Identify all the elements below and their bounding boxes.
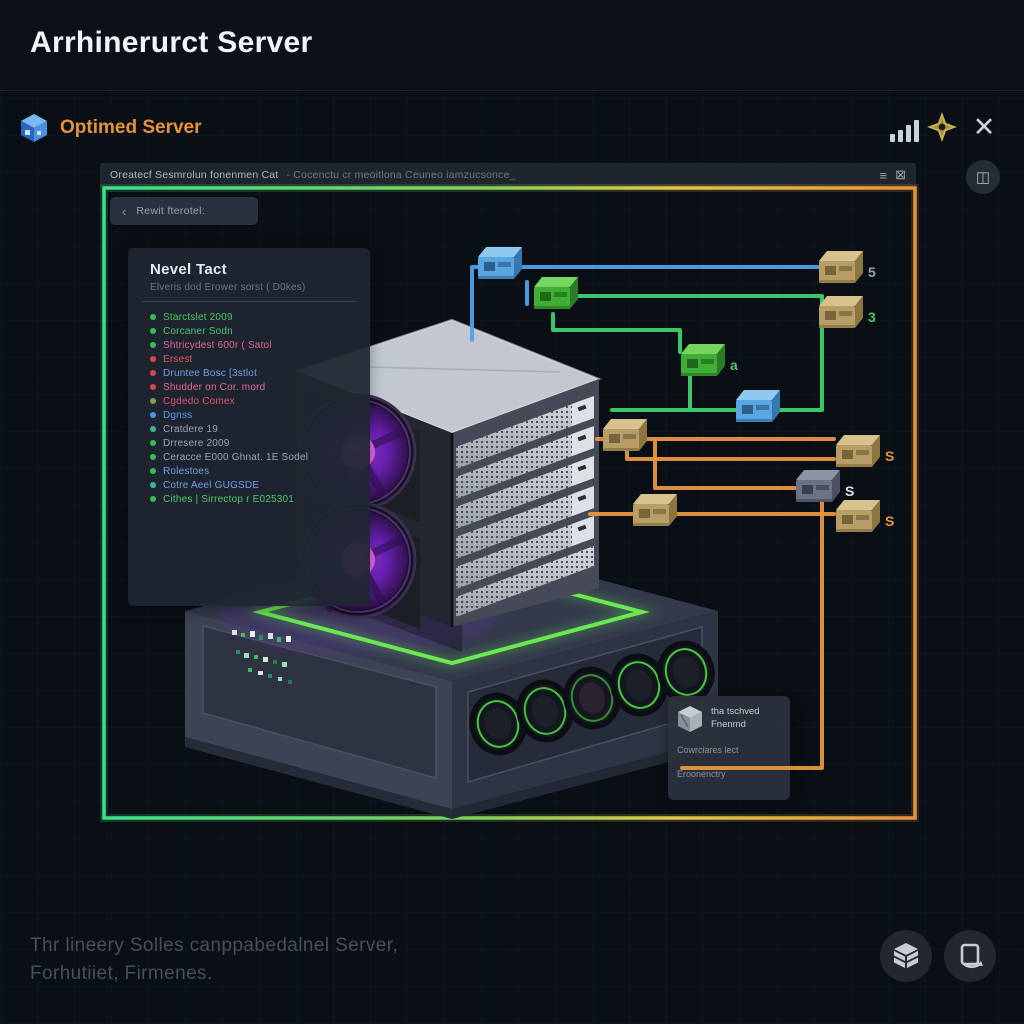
node-cube-tan[interactable]: 3 <box>819 296 876 328</box>
window-title: Optimed Server <box>60 117 202 138</box>
list-item: Drresere 2009 <box>128 436 370 450</box>
list-item: Shtricydest 600r ( Satol <box>128 338 370 352</box>
platform-led-cluster <box>232 630 292 684</box>
status-dot <box>150 482 156 488</box>
info-panel: Nevel Tact Elveris dod Erower sorst ( D0… <box>128 248 370 606</box>
tooltip-line2: Fnenmd <box>711 719 746 730</box>
list-item: Ersest <box>128 352 370 366</box>
list-item-label: Ersest <box>163 353 193 365</box>
list-item-label: Cgdedo Comex <box>163 395 235 407</box>
list-item: Cratdere 19 <box>128 422 370 436</box>
status-dot <box>150 370 156 376</box>
tooltip-card: tha tschved Fnenmd Cowrciares lect Eroon… <box>668 696 790 800</box>
node-cube-tan[interactable] <box>633 494 677 526</box>
node-label: S <box>845 483 854 499</box>
node-cube-dark[interactable]: S <box>796 470 854 502</box>
list-item: Corcaner Sodn <box>128 324 370 338</box>
node-cube-green[interactable]: a <box>681 344 738 376</box>
status-dot <box>150 454 156 460</box>
list-item-label: Druntee Bosc [3stlot <box>163 367 258 379</box>
toolbar-text-secondary: - Cocenctu cr meoitlona Ceuneo iamzucson… <box>286 169 516 181</box>
page-header <box>0 0 1024 91</box>
signal-bars-icon <box>890 118 924 142</box>
list-item: Cotre Aeel GUGSDE <box>128 478 370 492</box>
node-cube-green[interactable] <box>534 277 578 309</box>
display-share-button[interactable] <box>944 930 996 982</box>
status-dot <box>150 398 156 404</box>
status-dot <box>150 412 156 418</box>
status-dot <box>150 440 156 446</box>
panel-subtitle: Elveris dod Erower sorst ( D0kes) <box>150 282 306 293</box>
list-item-label: Shudder on Cor. mord <box>163 381 266 393</box>
list-item: Cgdedo Comex <box>128 394 370 408</box>
list-item: Ceracce E000 Ghnat. 1E Sodel <box>128 450 370 464</box>
list-item-label: Cotre Aeel GUGSDE <box>163 479 260 491</box>
list-item-label: Cithes | Sirrectop r E025301 <box>163 493 295 505</box>
list-item: Dgnss <box>128 408 370 422</box>
list-item-label: Shtricydest 600r ( Satol <box>163 339 272 351</box>
panel-toggle-icon: ◫ <box>975 169 991 186</box>
panel-title: Nevel Tact <box>150 261 227 278</box>
status-dot <box>150 356 156 362</box>
status-dot <box>150 328 156 334</box>
node-label: S <box>885 513 894 529</box>
list-item-label: Cratdere 19 <box>163 423 219 435</box>
node-cube-tan[interactable]: S <box>836 435 894 467</box>
tooltip-line4: Eroonenctry <box>677 769 726 779</box>
panel-toggle-button[interactable]: ◫ <box>966 160 1000 194</box>
status-dot <box>150 384 156 390</box>
diagram-border <box>102 186 917 820</box>
tooltip-line3: Cowrciares lect <box>677 745 739 755</box>
status-dot <box>150 426 156 432</box>
node-cube-tan[interactable]: S <box>836 500 894 532</box>
back-button-label: Rewit fterotel: <box>136 205 206 217</box>
tooltip-line1: tha tschved <box>711 706 760 717</box>
status-dot <box>150 314 156 320</box>
node-label: S <box>885 448 894 464</box>
list-item: Shudder on Cor. mord <box>128 380 370 394</box>
display-share-icon <box>960 943 983 969</box>
back-button[interactable]: ‹ Rewit fterotel: <box>110 197 258 225</box>
node-cube-blue[interactable] <box>736 390 780 422</box>
panel-divider <box>142 301 356 302</box>
toolbar-text-primary: Oreatecf Sesmrolun fonenmen Cat <box>110 169 279 181</box>
list-item: Starctslet 2009 <box>128 310 370 324</box>
node-cube-blue[interactable] <box>478 247 522 279</box>
chevron-left-icon: ‹ <box>122 203 127 219</box>
node-label: 3 <box>868 309 876 325</box>
list-item-label: Corcaner Sodn <box>163 325 233 337</box>
diagram-toolbar: Oreatecf Sesmrolun fonenmen Cat - Cocenc… <box>100 163 916 187</box>
tooltip-cube-icon <box>678 706 702 732</box>
layout-icon[interactable]: ⊠ <box>895 167 906 182</box>
node-label: a <box>730 357 738 373</box>
node-label: 5 <box>868 264 876 280</box>
close-icon[interactable]: ✕ <box>972 111 996 142</box>
status-dot <box>150 496 156 502</box>
list-item-label: Starctslet 2009 <box>163 311 233 323</box>
footer-line2: Forhutiiet, Firmenes. <box>30 963 213 984</box>
sparkle-star-icon[interactable] <box>925 110 959 144</box>
list-item: Druntee Bosc [3stlot <box>128 366 370 380</box>
list-item-label: Rolestoes <box>163 465 210 477</box>
status-dot <box>150 342 156 348</box>
status-dot <box>150 468 156 474</box>
node-cube-tan[interactable] <box>603 419 647 451</box>
node-cube-tan[interactable]: 5 <box>819 251 876 283</box>
menu-icon[interactable]: ≡ <box>879 167 888 183</box>
cube-stack-button[interactable] <box>880 930 932 982</box>
list-item-label: Ceracce E000 Ghnat. 1E Sodel <box>163 451 309 463</box>
list-item-label: Dgnss <box>163 409 193 421</box>
tower-top <box>297 320 599 433</box>
footer-line1: Thr lineery Solles canppabedalnel Server… <box>30 935 399 956</box>
drive-bays <box>456 396 594 617</box>
list-item: Cithes | Sirrectop r E025301 <box>128 492 370 506</box>
list-item: Rolestoes <box>128 464 370 478</box>
page-title: Arrhinerurct Server <box>30 26 313 59</box>
footer-text: Thr lineery Solles canppabedalnel Server… <box>30 932 398 988</box>
server-cube-icon <box>21 114 47 142</box>
list-item-label: Drresere 2009 <box>163 437 230 449</box>
cube-stack-icon <box>894 943 918 968</box>
